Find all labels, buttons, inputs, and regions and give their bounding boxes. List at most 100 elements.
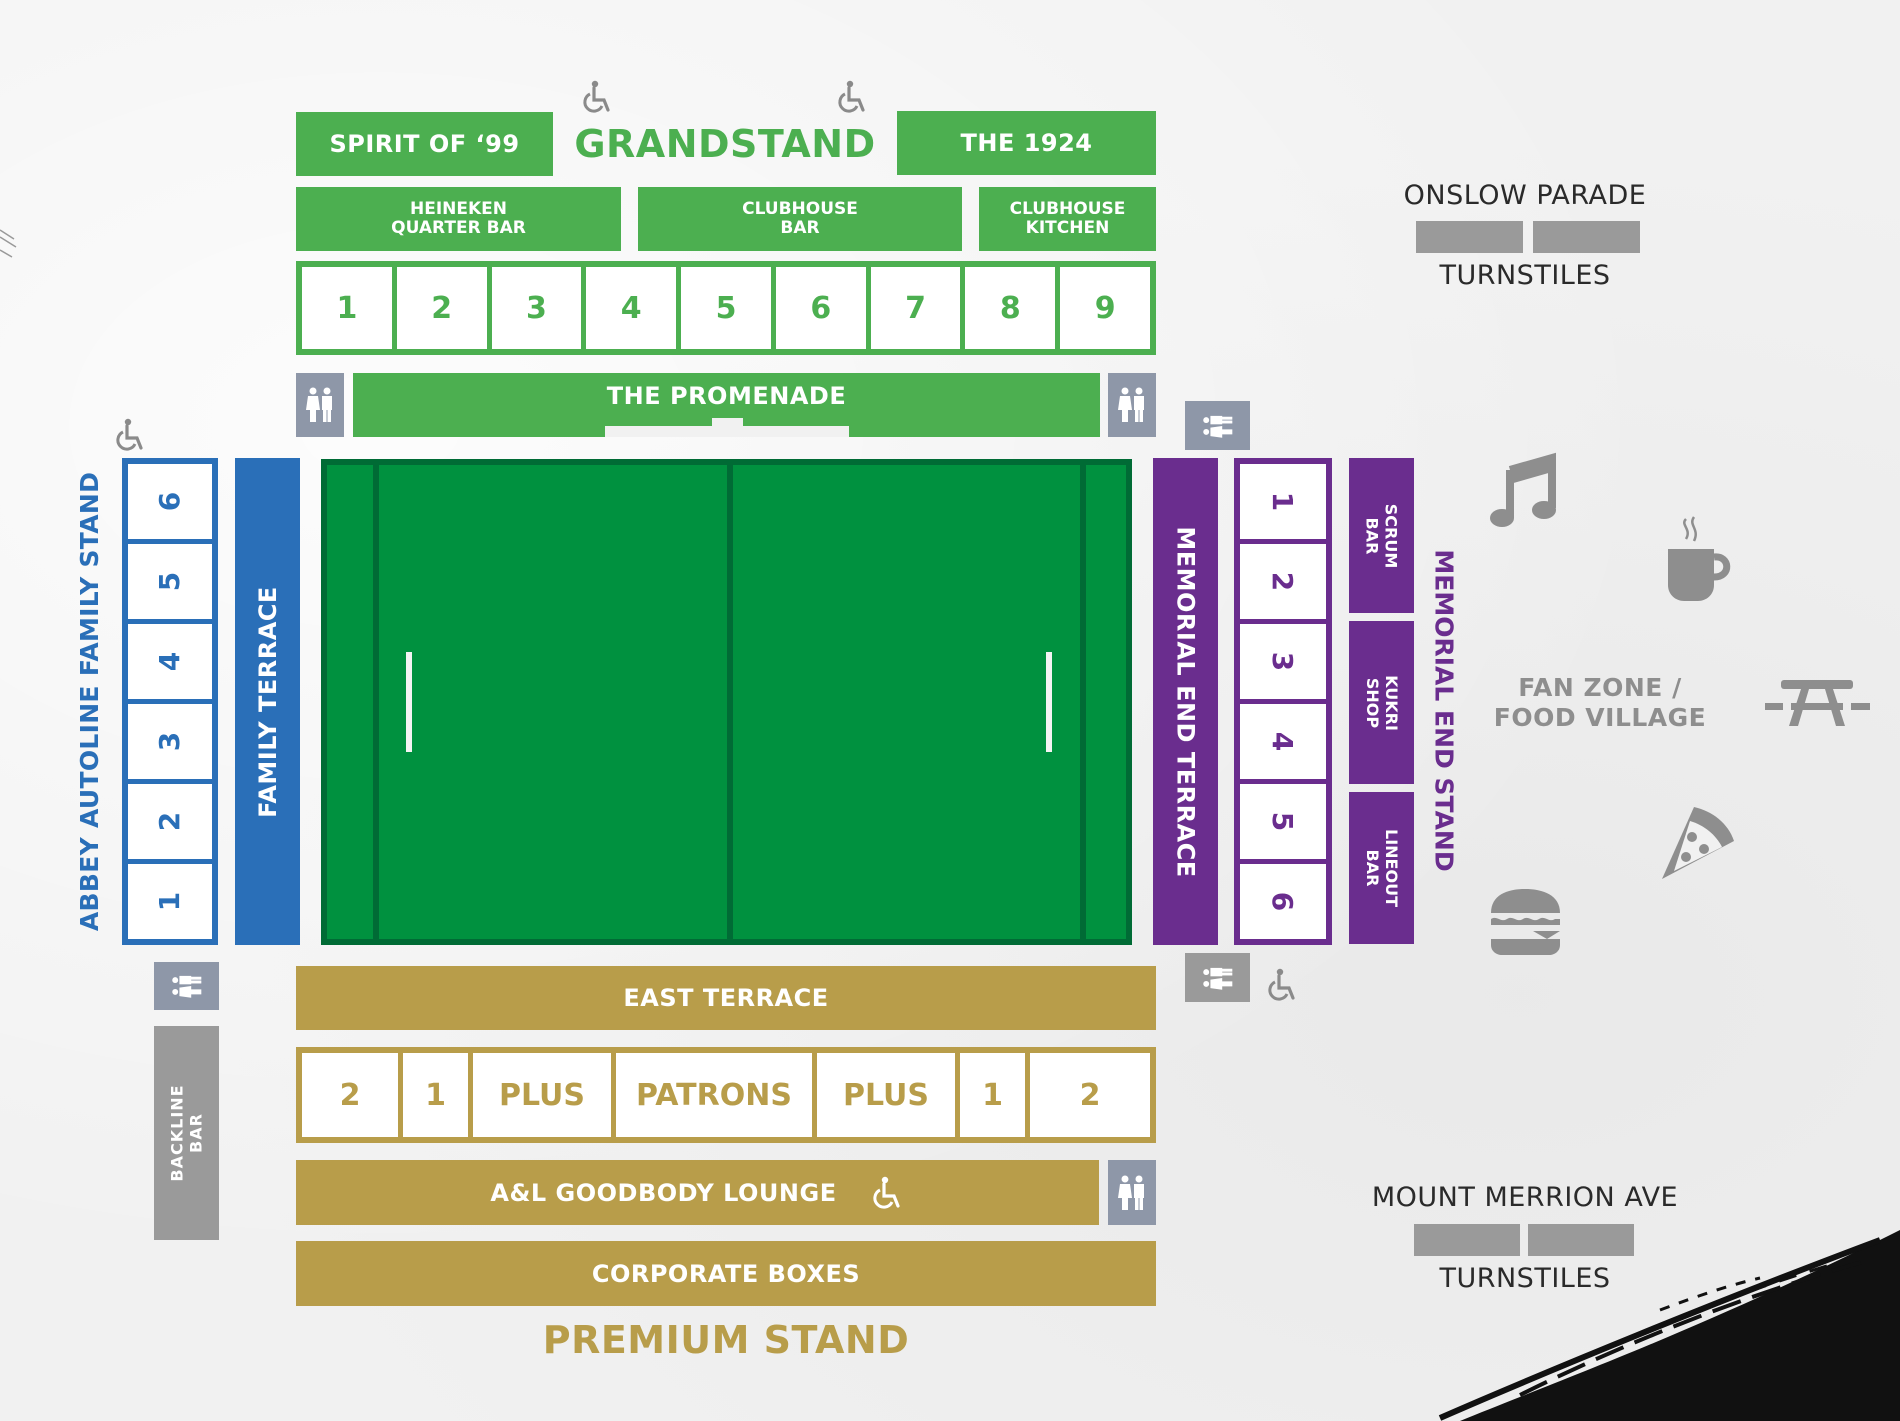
pitch [321, 459, 1132, 945]
toilet-icon [1118, 387, 1144, 422]
toilet-box-memorial-bottom [1185, 953, 1250, 1002]
toilet-box-memorial-top [1185, 401, 1250, 450]
grandstand-section-5[interactable]: 5 [681, 267, 771, 349]
goal-posts-right [1046, 652, 1052, 752]
toilet-icon [1202, 415, 1232, 438]
lounge-label: A&L GOODBODY LOUNGE [490, 1178, 837, 1207]
scrum-bar[interactable]: SCRUM BAR [1349, 458, 1414, 613]
family-section-4[interactable]: 4 [128, 624, 212, 699]
spirit-of-99-label: SPIRIT OF ‘99 [329, 130, 520, 158]
the-1924-box[interactable]: THE 1924 [897, 111, 1156, 175]
spirit-of-99-box[interactable]: SPIRIT OF ‘99 [296, 112, 553, 176]
premium-section-plus-right[interactable]: PLUS [817, 1053, 955, 1137]
grandstand-title-text: GRANDSTAND [574, 122, 876, 166]
grandstand-section-6[interactable]: 6 [775, 267, 866, 349]
onslow-parade-turnstiles[interactable]: ONSLOW PARADE TURNSTILES [1380, 175, 1670, 295]
music-icon [1490, 452, 1556, 527]
bar-label-line1: SCRUM [1381, 503, 1401, 568]
memorial-end-terrace[interactable]: MEMORIAL END TERRACE [1153, 458, 1218, 945]
memorial-section-4[interactable]: 4 [1240, 704, 1326, 779]
memorial-section-5[interactable]: 5 [1240, 784, 1326, 859]
halfway-line [727, 465, 733, 939]
heineken-quarter-bar[interactable]: HEINEKEN QUARTER BAR [296, 187, 621, 251]
promenade-notch [605, 426, 849, 437]
east-terrace-label: EAST TERRACE [623, 984, 829, 1012]
memorial-section-1[interactable]: 1 [1240, 464, 1326, 539]
premium-section-2-left[interactable]: 2 [302, 1053, 398, 1137]
section-number: 7 [905, 290, 927, 326]
turnstile-street: ONSLOW PARADE [1380, 175, 1670, 215]
pizza-icon [1662, 807, 1734, 879]
memorial-stand-title-text: MEMORIAL END STAND [1429, 548, 1459, 872]
section-number: 2 [1266, 571, 1300, 592]
grandstand-title: GRANDSTAND [560, 112, 890, 176]
section-number: 8 [999, 290, 1021, 326]
section-number: 1 [982, 1077, 1003, 1113]
try-line-right [1080, 465, 1086, 939]
wheelchair-access [836, 80, 870, 118]
premium-section-1-left[interactable]: 1 [403, 1053, 468, 1137]
family-stand-title-text: ABBEY AUTOLINE FAMILY STAND [75, 471, 105, 932]
grandstand-section-8[interactable]: 8 [965, 267, 1056, 349]
corporate-boxes-label: CORPORATE BOXES [591, 1259, 861, 1288]
family-section-5[interactable]: 5 [128, 544, 212, 619]
grandstand-section-4[interactable]: 4 [586, 267, 677, 349]
family-section-2[interactable]: 2 [128, 784, 212, 859]
coffee-icon [1668, 516, 1731, 601]
premium-section-2-right[interactable]: 2 [1030, 1053, 1150, 1137]
turnstile-gate [1533, 221, 1640, 253]
section-number: 1 [336, 290, 358, 326]
clubhouse-kitchen[interactable]: CLUBHOUSE KITCHEN [979, 187, 1156, 251]
section-number: 4 [620, 290, 642, 326]
turnstile-label: TURNSTILES [1360, 1258, 1690, 1298]
turnstile-gate [1416, 221, 1523, 253]
picnic-table-icon [1765, 680, 1870, 726]
goal-posts-left [406, 652, 412, 752]
scrum-bar-label: SCRUM BAR [1363, 503, 1401, 568]
burger-icon [1491, 889, 1560, 955]
memorial-section-2[interactable]: 2 [1240, 544, 1326, 619]
bar-label-line2: BAR [1362, 849, 1382, 887]
grandstand-section-9[interactable]: 9 [1060, 267, 1151, 349]
grandstand-section-7[interactable]: 7 [870, 267, 961, 349]
family-section-6[interactable]: 6 [128, 464, 212, 539]
al-goodbody-lounge[interactable]: A&L GOODBODY LOUNGE [296, 1160, 1099, 1225]
section-number: 3 [526, 290, 547, 326]
wheelchair-icon [1268, 968, 1295, 1001]
memorial-section-3[interactable]: 3 [1240, 624, 1326, 699]
section-number: PATRONS [636, 1077, 792, 1113]
fan-zone-label[interactable]: FAN ZONE / FOOD VILLAGE [1470, 668, 1730, 738]
section-number: 2 [153, 811, 187, 832]
bar-label-line1: LINEOUT [1381, 829, 1401, 907]
premium-section-1-right[interactable]: 1 [960, 1053, 1025, 1137]
turnstile-label: TURNSTILES [1380, 255, 1670, 295]
the-promenade[interactable]: THE PROMENADE [353, 373, 1100, 437]
section-number: 5 [715, 290, 737, 326]
grandstand-section-2[interactable]: 2 [396, 267, 487, 349]
memorial-section-6[interactable]: 6 [1240, 864, 1326, 939]
family-terrace[interactable]: FAMILY TERRACE [235, 458, 300, 945]
lineout-bar[interactable]: LINEOUT BAR [1349, 792, 1414, 944]
kukri-shop[interactable]: KUKRI SHOP [1349, 621, 1414, 784]
section-number: 6 [810, 290, 832, 326]
section-number: 9 [1094, 290, 1116, 326]
grandstand-section-3[interactable]: 3 [491, 267, 582, 349]
bar-label-line2: KITCHEN [1025, 218, 1110, 238]
family-section-1[interactable]: 1 [128, 864, 212, 939]
toilet-box-family [154, 962, 219, 1010]
corporate-boxes[interactable]: CORPORATE BOXES [296, 1241, 1156, 1306]
backline-bar[interactable]: BACKLINE BAR [154, 1026, 219, 1240]
toilet-box-promenade-right [1108, 373, 1156, 437]
grandstand-section-1[interactable]: 1 [302, 267, 392, 349]
section-number: 2 [1079, 1077, 1101, 1113]
mount-merrion-turnstiles[interactable]: MOUNT MERRION AVE TURNSTILES [1360, 1177, 1690, 1297]
premium-section-plus-left[interactable]: PLUS [473, 1053, 611, 1137]
section-number: 6 [153, 491, 187, 512]
family-section-3[interactable]: 3 [128, 704, 212, 779]
clubhouse-bar[interactable]: CLUBHOUSE BAR [638, 187, 962, 251]
wheelchair-icon [838, 80, 865, 113]
brush-stroke-decoration [1438, 1230, 1900, 1421]
turnstile-gate [1528, 1224, 1634, 1256]
premium-section-patrons[interactable]: PATRONS [616, 1053, 812, 1137]
east-terrace[interactable]: EAST TERRACE [296, 966, 1156, 1030]
